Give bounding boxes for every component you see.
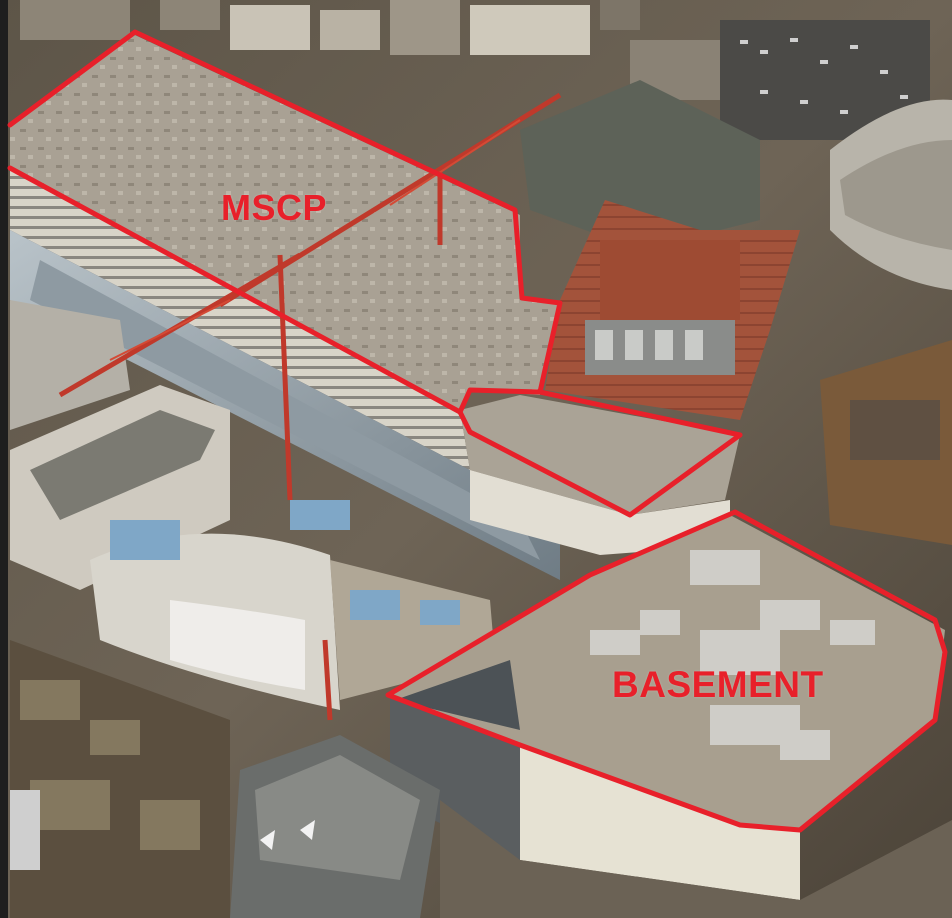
basement-label: BASEMENT bbox=[612, 664, 824, 705]
mscp-label: MSCP bbox=[221, 187, 328, 228]
